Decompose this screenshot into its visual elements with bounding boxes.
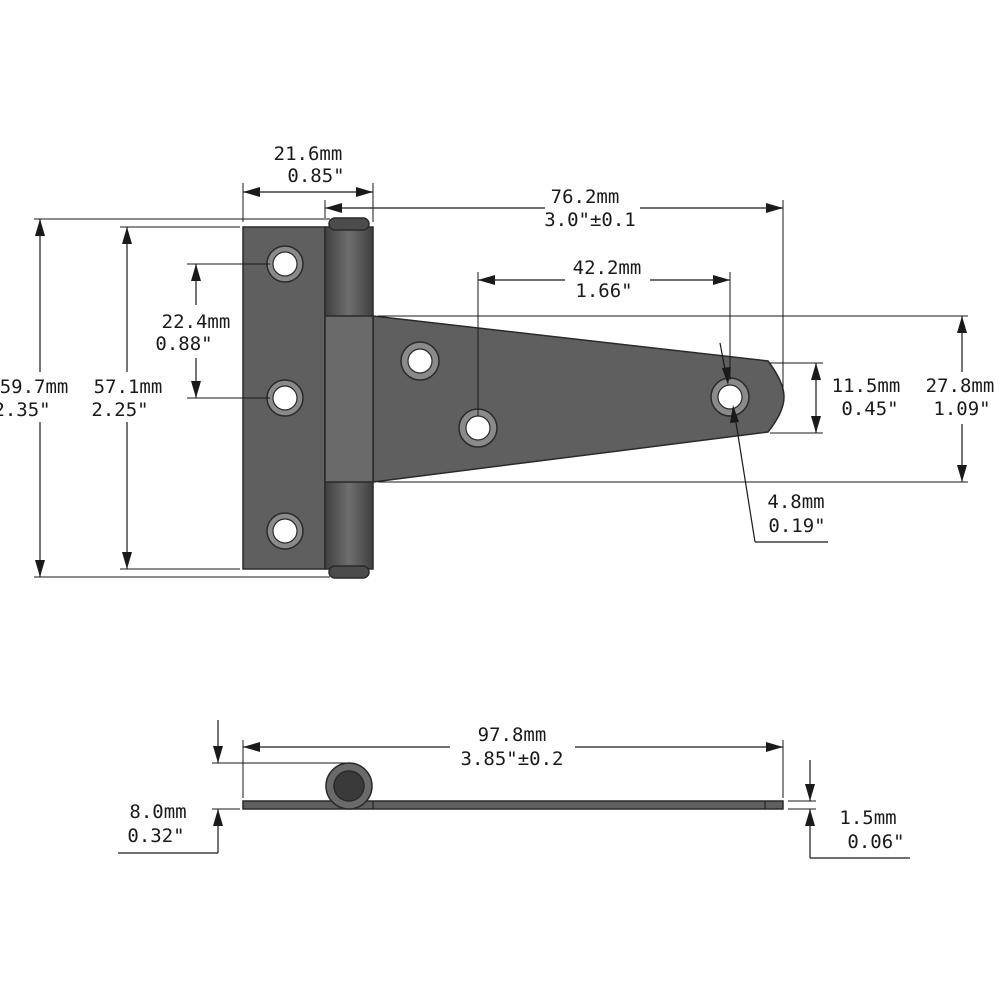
pin-cap-bottom (328, 565, 370, 579)
pin-cap-top (328, 217, 370, 231)
dim-label: 11.5mm (832, 375, 901, 397)
dim-label: 2.35" (0, 399, 51, 421)
dim-label: 2.25" (91, 399, 148, 421)
dim-label: 0.85" (287, 165, 344, 187)
dim-label: 3.0"±0.1 (544, 209, 636, 231)
dim-label: 1.5mm (839, 807, 896, 829)
dim-label: 0.45" (841, 398, 898, 420)
dim-label: 0.88" (155, 333, 212, 355)
knuckle-segment (324, 315, 374, 483)
dim-label: 0.06" (847, 831, 904, 853)
dim-label: 97.8mm (478, 724, 547, 746)
strap-screw-hole (710, 377, 750, 417)
dim-label: 76.2mm (551, 186, 620, 208)
dim-label: 0.32" (127, 825, 184, 847)
dim-hole-spacing: 42.2mm 1.66" (477, 257, 731, 416)
dim-strap-tip-width: 11.5mm 0.45" (770, 362, 901, 434)
hinge-plate-profile (242, 800, 784, 810)
dim-leaf-height: 57.1mm 2.25" (91, 226, 240, 570)
leaf-screw-hole (266, 245, 304, 283)
dim-label: 42.2mm (573, 257, 642, 279)
knuckle-profile-inner (333, 770, 365, 802)
dim-label: 21.6mm (274, 143, 343, 165)
strap-screw-hole (400, 341, 440, 381)
dim-leaf-width: 21.6mm 0.85" (242, 143, 374, 222)
dim-overall-length: 97.8mm 3.85"±0.2 (242, 724, 784, 798)
dim-label: 22.4mm (162, 311, 231, 333)
leaf-screw-hole (266, 512, 304, 550)
dim-label: 3.85"±0.2 (461, 748, 564, 770)
dim-label: 0.19" (768, 515, 825, 537)
dim-strap-base-width: 27.8mm 1.09" (378, 315, 995, 483)
dim-strap-length: 76.2mm 3.0"±0.1 (324, 186, 784, 390)
dim-thickness: 1.5mm 0.06" (788, 760, 910, 859)
dim-label: 4.8mm (767, 491, 824, 513)
dim-hole-diameter: 4.8mm 0.19" (719, 342, 828, 543)
hinge-side-view (242, 762, 784, 810)
dim-screw-spacing: 22.4mm 0.88" (155, 263, 270, 399)
dim-label: 59.7mm (0, 376, 68, 398)
hinge-front-view (242, 217, 785, 579)
dim-label: 8.0mm (129, 801, 186, 823)
dim-label: 1.66" (575, 280, 632, 302)
dim-label: 1.09" (933, 398, 990, 420)
dim-label: 57.1mm (94, 376, 163, 398)
leaf-screw-hole (266, 379, 304, 417)
dim-knuckle-height: 8.0mm 0.32" (118, 720, 346, 854)
dim-overall-height: 59.7mm 2.35" (0, 218, 330, 578)
dim-label: 27.8mm (926, 375, 995, 397)
